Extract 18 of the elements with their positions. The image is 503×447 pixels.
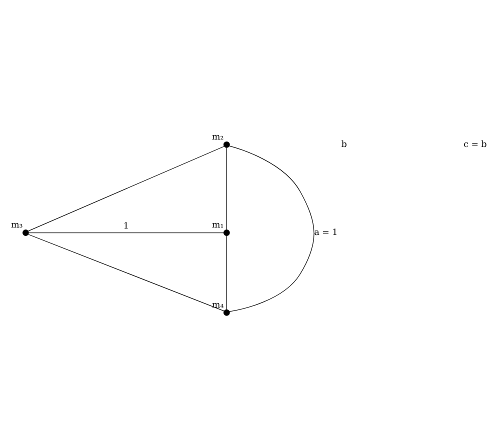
node-circle: [22, 229, 29, 236]
node-label: m₄: [212, 300, 224, 310]
edge-label: a = 1: [314, 228, 338, 238]
connector: [229, 145, 314, 312]
connector: [226, 146, 227, 230]
node-label: m₁: [212, 220, 224, 230]
node-circle: [223, 308, 230, 316]
node-circle: [223, 140, 230, 148]
label: b: [341, 139, 347, 150]
edge-label: 1: [123, 221, 129, 232]
connector: [226, 235, 227, 310]
node-circle: [223, 229, 230, 236]
node-label: m₃: [11, 220, 23, 230]
connector: [28, 232, 224, 233]
label: c = b: [464, 139, 487, 150]
connector: [28, 234, 224, 311]
connector: [28, 146, 224, 231]
node-label: m₂: [212, 132, 224, 142]
